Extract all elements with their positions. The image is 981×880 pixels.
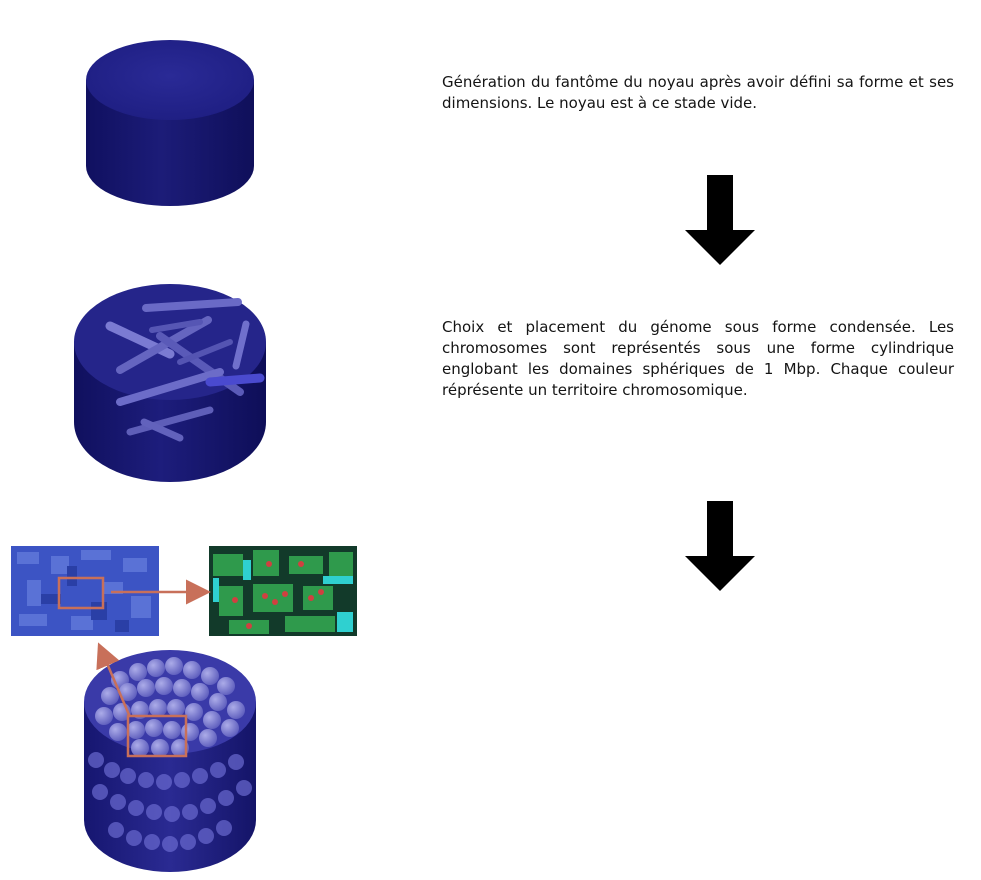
zoom-box-icon — [57, 576, 105, 610]
relaxed-genome-cylinder — [84, 650, 256, 872]
condensed-genome-cylinder — [74, 284, 266, 482]
step-2-description: Choix et placement du génome sous forme … — [442, 318, 954, 399]
zoom-arrow-icon — [96, 642, 132, 718]
chromatin-fiber-inset — [209, 546, 357, 636]
empty-nucleus-cylinder — [86, 40, 254, 206]
down-arrow-icon — [685, 175, 755, 265]
zoom-box-icon — [126, 714, 188, 758]
down-arrow-icon — [685, 501, 755, 591]
step-1-description: Génération du fantôme du noyau après avo… — [442, 73, 954, 112]
